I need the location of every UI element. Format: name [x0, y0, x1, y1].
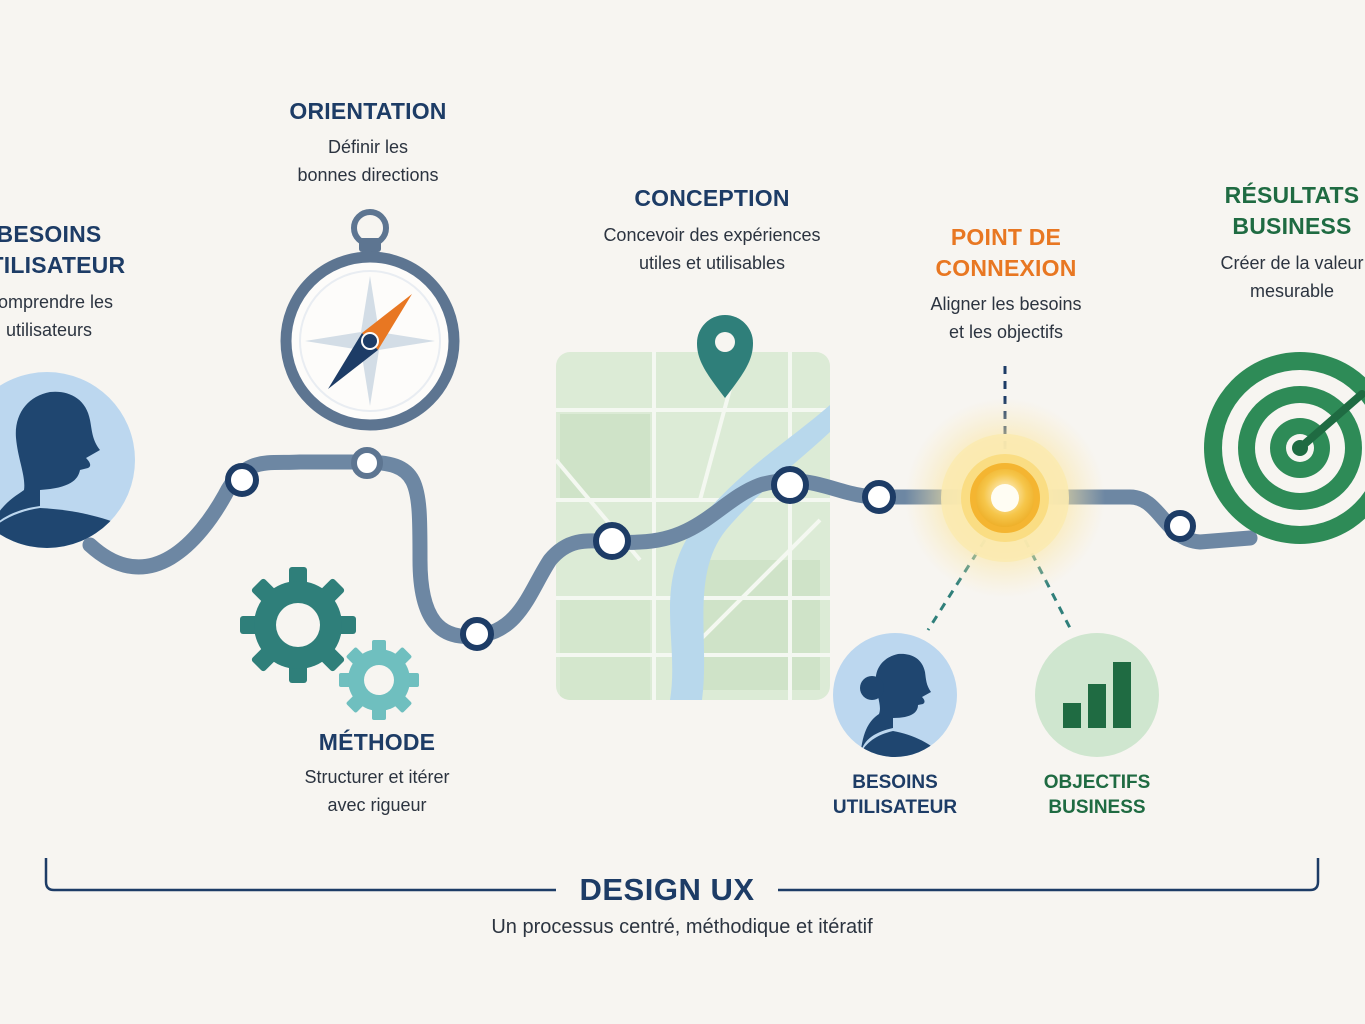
title-line: BESOINS — [0, 221, 102, 247]
desc-line: Créer de la valeur — [1220, 253, 1364, 273]
desc-line: mesurable — [1249, 281, 1335, 301]
user-needs-avatar-icon — [833, 633, 957, 757]
desc-line: Comprendre les — [0, 292, 114, 312]
step-title-besoins: BESOINS UTILISATEUR — [0, 219, 174, 281]
step-title-orientation: ORIENTATION — [289, 98, 447, 124]
title-line: RÉSULTATS — [1224, 182, 1360, 208]
waypoint-nodes — [225, 447, 1196, 651]
title-line: POINT DE — [950, 224, 1062, 250]
target-icon — [1204, 352, 1365, 544]
step-title-resultats: RÉSULTATS BUSINESS — [1170, 180, 1365, 242]
desc-line: bonnes directions — [297, 165, 439, 185]
connection-point-icon — [905, 366, 1105, 631]
desc-line: Concevoir des expériences — [603, 225, 821, 245]
step-desc-besoins: Comprendre les utilisateurs — [0, 288, 174, 344]
desc-line: Définir les — [327, 137, 409, 157]
user-avatar-icon — [0, 372, 135, 548]
desc-line: Aligner les besoins — [930, 294, 1082, 314]
gears-icon — [240, 567, 419, 720]
waypoint — [225, 447, 1196, 651]
label-line: OBJECTIFS — [1043, 772, 1151, 793]
title-line: BUSINESS — [1232, 213, 1352, 239]
desc-line: utilisateurs — [5, 320, 93, 340]
title-line: CONNEXION — [935, 255, 1077, 281]
label-line: UTILISATEUR — [832, 797, 958, 818]
connexion-input-besoins: BESOINS UTILISATEUR — [815, 770, 975, 820]
step-desc-resultats: Créer de la valeur mesurable — [1170, 249, 1365, 305]
label-line: BESOINS — [852, 772, 938, 793]
map-pin-icon — [697, 315, 753, 398]
step-desc-orientation: Définir les bonnes directions — [238, 133, 498, 189]
footer-title: DESIGN UX — [579, 872, 755, 907]
bar-chart-icon — [1035, 633, 1159, 757]
step-title-methode: MÉTHODE — [318, 729, 436, 755]
connexion-input-objectifs: OBJECTIFS BUSINESS — [1017, 770, 1177, 820]
step-desc-methode: Structurer et itérer avec rigueur — [247, 763, 507, 819]
desc-line: et les objectifs — [948, 322, 1064, 342]
footer-tagline: Un processus centré, méthodique et itéra… — [491, 916, 873, 938]
step-desc-conception: Concevoir des expériences utiles et util… — [562, 221, 862, 277]
desc-line: Structurer et itérer — [304, 767, 450, 787]
desc-line: avec rigueur — [327, 795, 427, 815]
compass-icon — [280, 209, 460, 431]
step-title-conception: CONCEPTION — [634, 185, 790, 211]
step-title-connexion: POINT DE CONNEXION — [876, 222, 1136, 284]
step-desc-connexion: Aligner les besoins et les objectifs — [876, 290, 1136, 346]
desc-line: utiles et utilisables — [638, 253, 786, 273]
design-ux-bracket — [44, 858, 1320, 892]
label-line: BUSINESS — [1048, 797, 1146, 818]
title-line: UTILISATEUR — [0, 252, 126, 278]
